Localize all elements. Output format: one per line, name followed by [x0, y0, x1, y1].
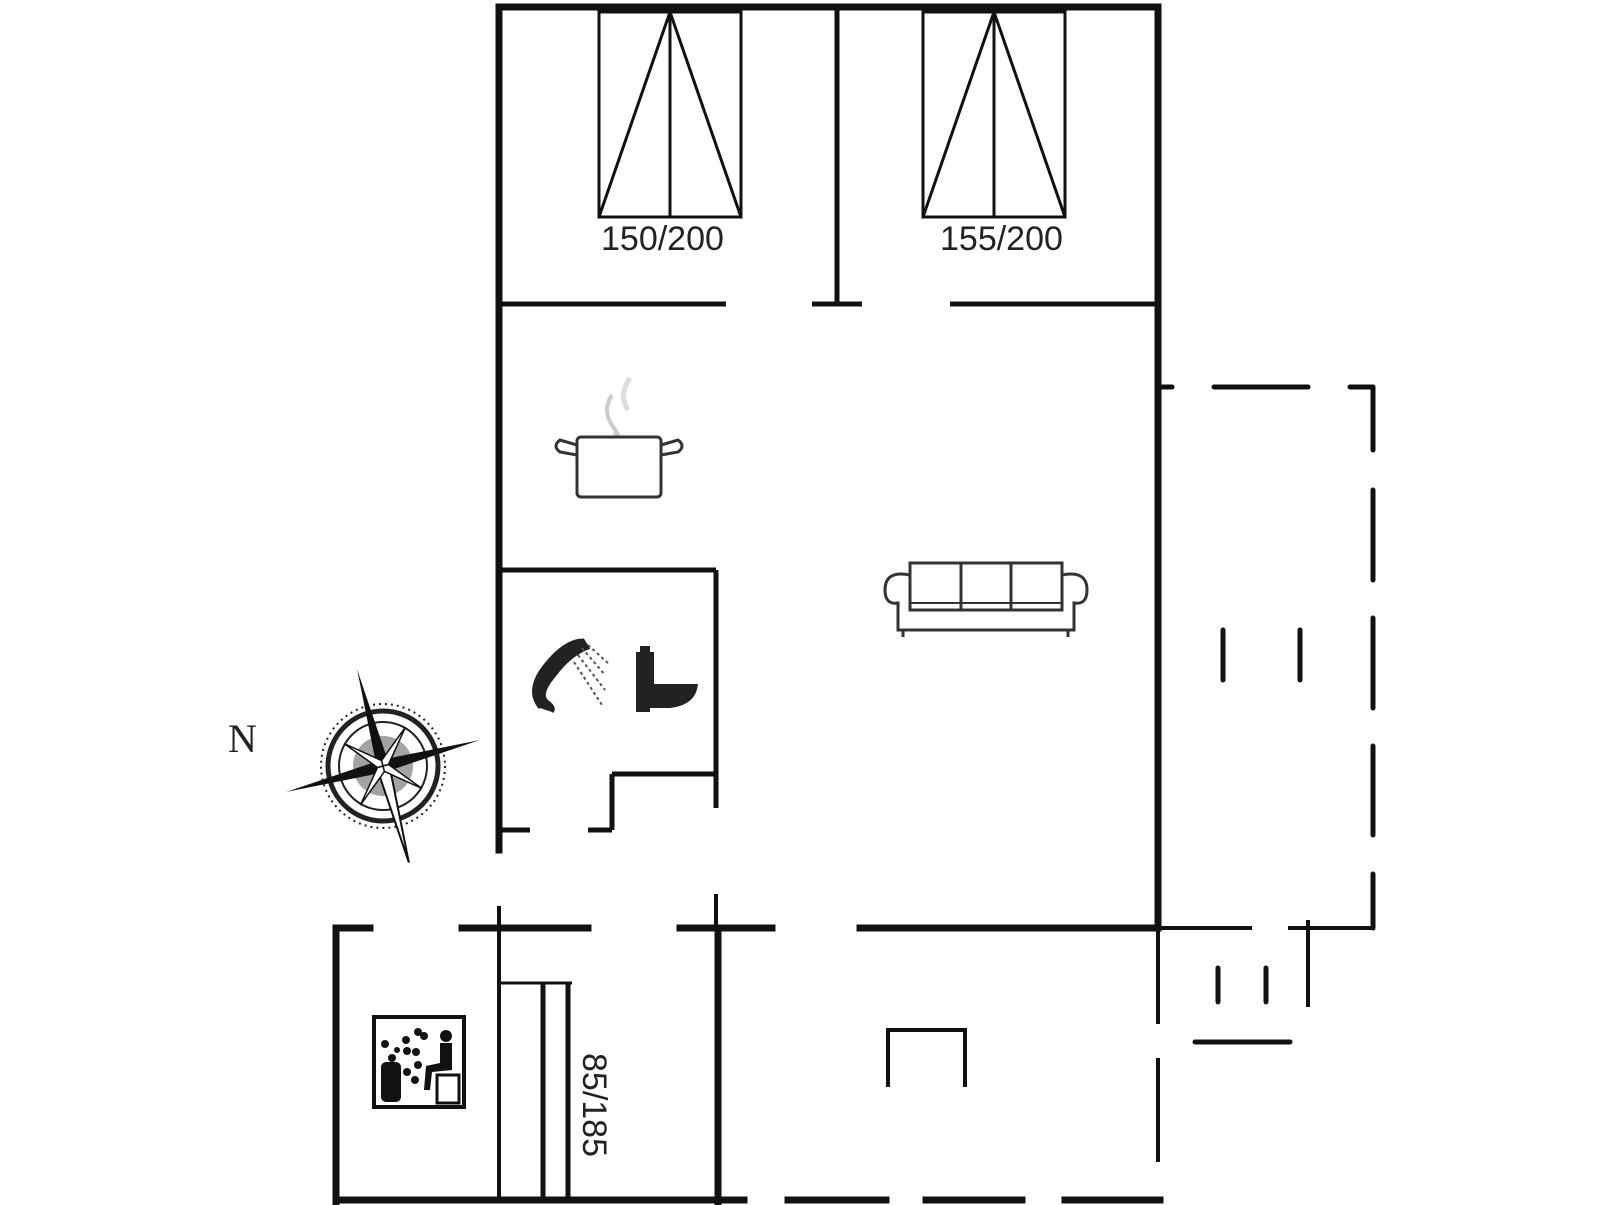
sofa-icon	[883, 561, 1089, 637]
compass-rose-icon	[286, 669, 480, 863]
exterior-walls	[332, 3, 1162, 1205]
terrace-outline	[714, 384, 1376, 1204]
bed-3: 85/185	[500, 981, 613, 1200]
bed-2-size-label: 155/200	[940, 220, 1063, 258]
north-label: N	[228, 716, 257, 761]
toilet-icon	[636, 646, 698, 712]
sauna-icon	[372, 1015, 466, 1109]
interior-walls	[497, 10, 1155, 1205]
cooking-pot-icon	[554, 376, 684, 499]
bed-1-size-label: 150/200	[601, 220, 724, 258]
shower-icon	[532, 638, 611, 714]
bed-2: 155/200	[921, 10, 1067, 258]
bed-1: 150/200	[597, 10, 743, 258]
bed-3-size-label: 85/185	[575, 1053, 613, 1157]
